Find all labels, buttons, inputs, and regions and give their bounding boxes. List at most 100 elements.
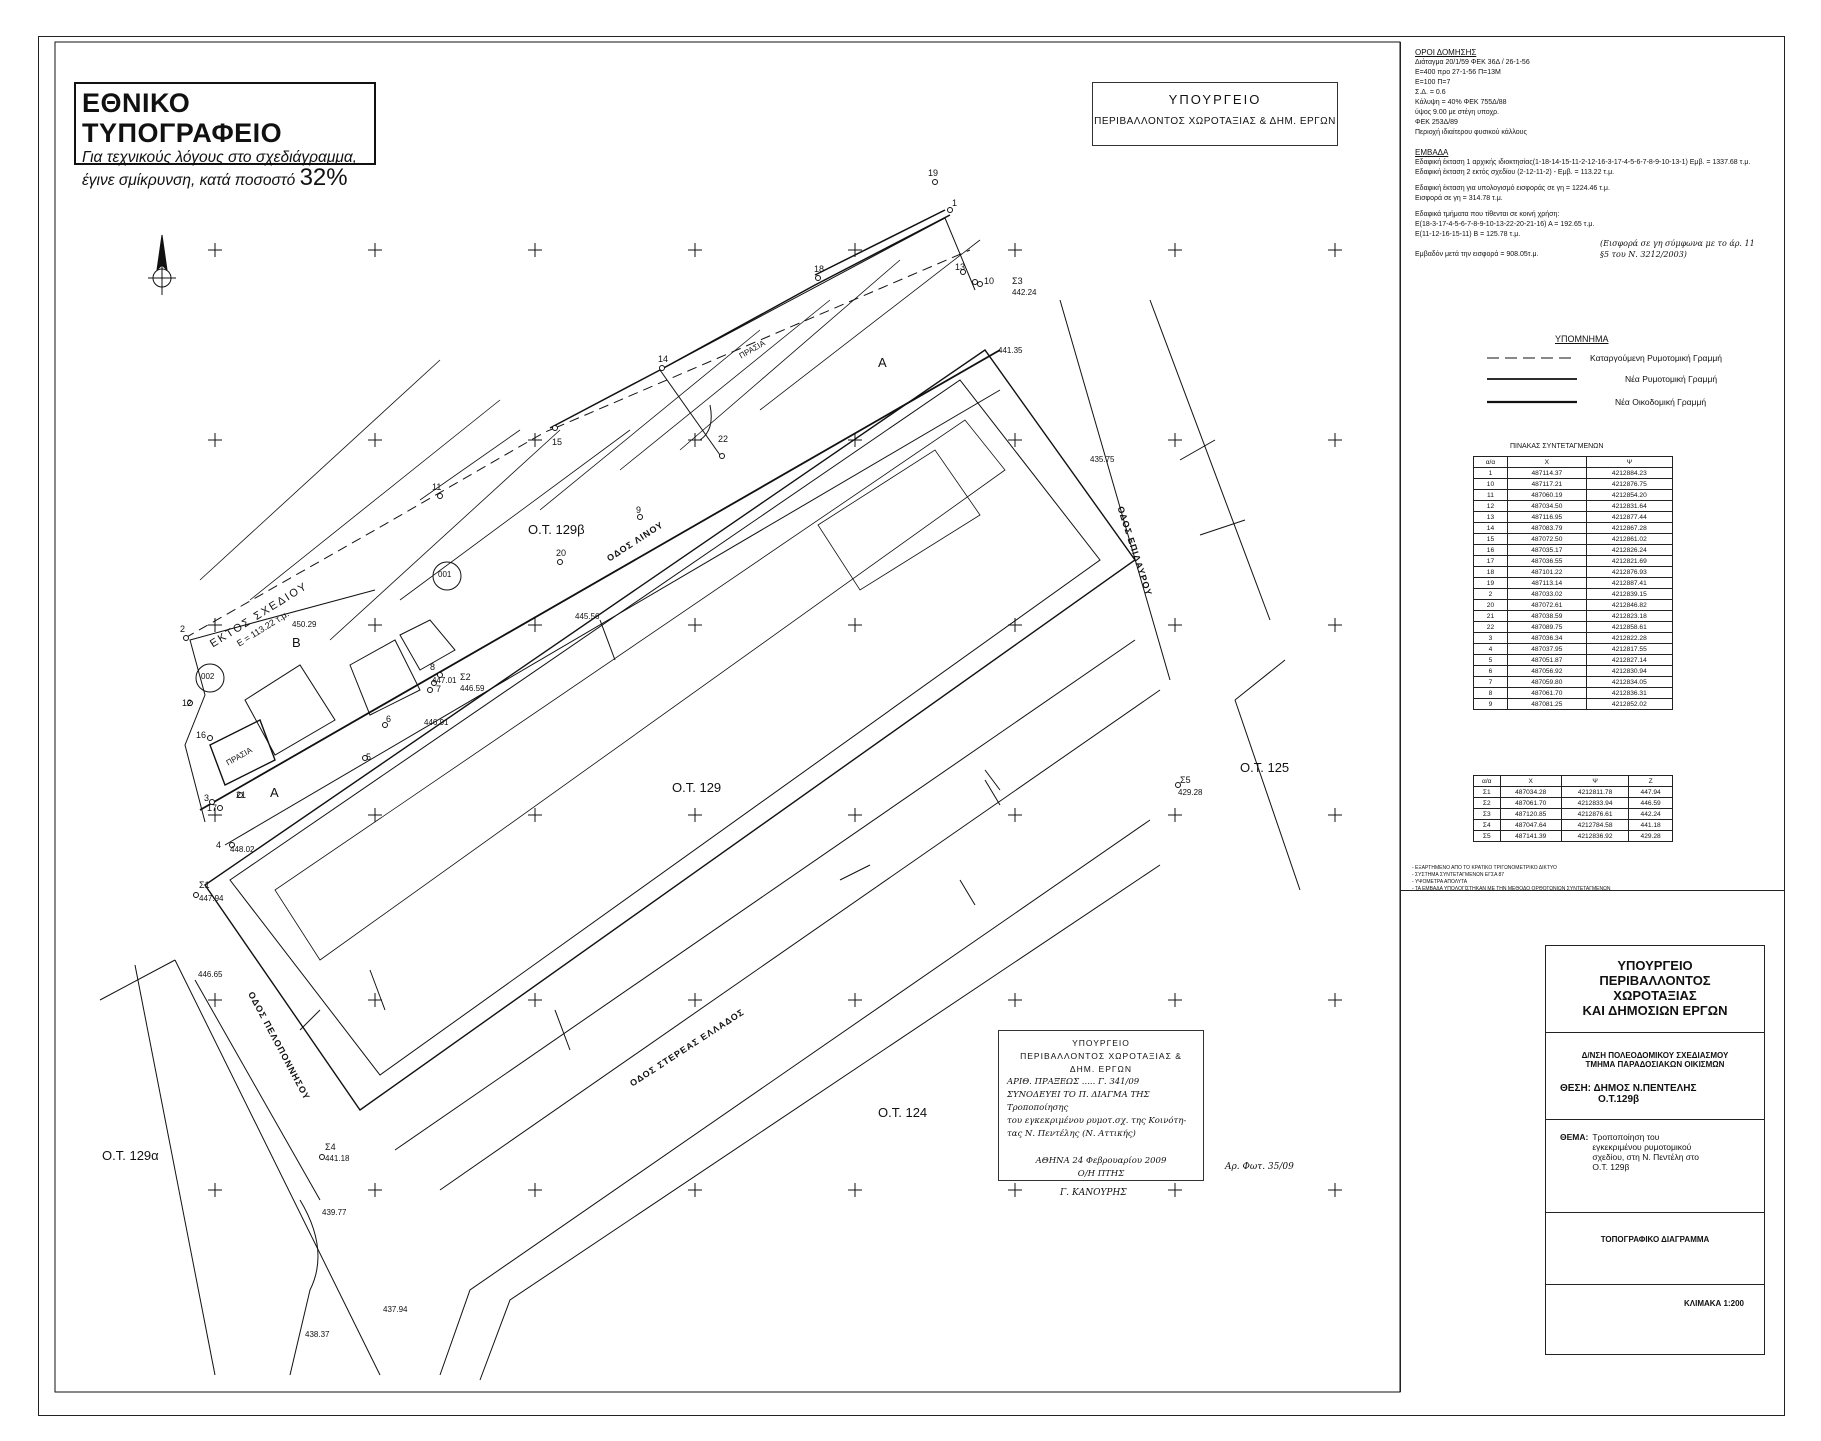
table-cell: 4212831.64 bbox=[1585, 500, 1674, 512]
road-line-sterea-4 bbox=[479, 864, 1161, 1381]
notice-title: ΕΘΝΙΚΟ ΤΥΠΟΓΡΑΦΕΙΟ bbox=[82, 88, 283, 148]
height-label: 445.56 bbox=[575, 612, 600, 621]
table-cell: 4212811.78 bbox=[1560, 786, 1630, 798]
table-cell: 4212839.15 bbox=[1585, 588, 1674, 600]
table-cell: 15 bbox=[1473, 533, 1508, 545]
table-cell: 8 bbox=[1473, 687, 1508, 699]
table-cell: 4212784.58 bbox=[1560, 819, 1630, 831]
table-header-cell: Ψ bbox=[1560, 775, 1630, 787]
coords-table-title: ΠΙΝΑΚΑΣ ΣΥΝΤΕΤΑΓΜΕΝΩΝ bbox=[1510, 443, 1604, 450]
grid-crosses bbox=[208, 243, 1342, 1197]
areas-line: Εδαφική έκταση για υπολογισμό εισφοράς σ… bbox=[1415, 185, 1610, 192]
prasia-box bbox=[209, 719, 276, 786]
photo-reference: Αρ. Φωτ. 35/09 bbox=[1225, 1162, 1294, 1172]
area-b-label: Β bbox=[292, 635, 301, 650]
table-cell: 487081.25 bbox=[1506, 698, 1587, 710]
stamp-bottom-line1: ΥΠΟΥΡΓΕΙΟ bbox=[1072, 1038, 1130, 1048]
table-cell: 4212876.75 bbox=[1585, 478, 1674, 490]
table-header-cell: Ψ bbox=[1585, 456, 1674, 468]
height-label: 441.35 bbox=[998, 346, 1023, 355]
legend-swatches bbox=[1487, 357, 1577, 404]
table-cell: 487047.64 bbox=[1499, 819, 1562, 831]
areas-line: Εδαφική έκταση 1 αρχικής ιδιοκτησίας(1-1… bbox=[1415, 159, 1751, 166]
stamp-bottom-line4: ΣΥΝΟΔΕΥΕΙ ΤΟ Π. ΔΙΑΓΜΑ ΤΗΣ Τροποποίησης bbox=[1007, 1090, 1150, 1113]
subject-label: ΘΕΜΑ: bbox=[1560, 1132, 1589, 1142]
dept-line-2: ΤΜΗΜΑ ΠΑΡΑΔΟΣΙΑΚΩΝ ΟΙΚΙΣΜΩΝ bbox=[1585, 1060, 1725, 1069]
table-cell: 4212846.82 bbox=[1585, 599, 1674, 611]
areas-line: Ε(18-3-17-4-5-6-7-8-9-10-13-22-20-21-16)… bbox=[1415, 221, 1595, 228]
point-number: 8 bbox=[430, 662, 436, 672]
ministry-stamp-top: ΥΠΟΥΡΓΕΙΟ ΠΕΡΙΒΑΛΛΟΝΤΟΣ ΧΩΡΟΤΑΞΙΑΣ & ΔΗΜ… bbox=[1092, 82, 1338, 146]
table-cell: 16 bbox=[1473, 544, 1508, 556]
table-header-cell: α/α bbox=[1473, 775, 1501, 787]
table-cell: 487083.79 bbox=[1506, 522, 1587, 534]
table-cell: 9 bbox=[1473, 698, 1508, 710]
road-line-sterea-3 bbox=[439, 819, 1151, 1376]
circle-002 bbox=[195, 663, 225, 693]
point-number: 14 bbox=[658, 354, 669, 364]
table-cell: 4 bbox=[1473, 643, 1508, 655]
stamp-bottom-line5: του εγκεκριμένου ρυμοτ.σχ. της Κοινότη- bbox=[1007, 1116, 1187, 1126]
table-cell: 3 bbox=[1473, 632, 1508, 644]
ministry-line-2: ΠΕΡΙΒΑΛΛΟΝΤΟΣ bbox=[1599, 973, 1711, 988]
table-cell: 4212867.28 bbox=[1585, 522, 1674, 534]
ministry-line-4: ΚΑΙ ΔΗΜΟΣΙΩΝ ΕΡΓΩΝ bbox=[1582, 1003, 1728, 1018]
ministry-line-1: ΥΠΟΥΡΓΕΙΟ bbox=[1617, 958, 1693, 973]
point-number: 3 bbox=[204, 793, 210, 803]
table-cell: 4212821.69 bbox=[1585, 555, 1674, 567]
sigma2-height: 446.59 bbox=[460, 684, 485, 693]
road-line-left-4 bbox=[134, 964, 216, 1376]
building-terms-section: ΟΡΟΙ ΔΟΜΗΣΗΣ Διάταγμα 20/1/59 ΦΕΚ 36Δ / … bbox=[1415, 48, 1775, 260]
sigma2-label: Σ2 bbox=[460, 672, 471, 682]
table-cell: 487089.75 bbox=[1506, 621, 1587, 633]
areas-line: Εδαφική έκταση 2 εκτός σχεδίου (2-12-11-… bbox=[1415, 169, 1615, 176]
building-terms-line: Σ.Δ. = 0.6 bbox=[1415, 89, 1446, 96]
areas-line: Εμβαδόν μετά την εισφορά = 908.05τ.μ. bbox=[1415, 251, 1539, 258]
location-label: ΘΕΣΗ: bbox=[1560, 1083, 1592, 1094]
height-label: 435.75 bbox=[1090, 455, 1115, 464]
table-cell: Σ1 bbox=[1473, 786, 1501, 798]
table-cell: 487036.34 bbox=[1506, 632, 1587, 644]
stamp-top-line2: ΠΕΡΙΒΑΛΛΟΝΤΟΣ ΧΩΡΟΤΑΞΙΑΣ & ΔΗΜ. ΕΡΓΩΝ bbox=[1094, 116, 1336, 127]
table-cell: 22 bbox=[1473, 621, 1508, 633]
area-a-label-2: Α bbox=[878, 355, 887, 370]
north-arrow bbox=[148, 234, 176, 295]
survey-notes: - ΕΞΑΡΤΗΜΕΝΟ ΑΠΟ ΤΟ ΚΡΑΤΙΚΟ ΤΡΙΓΩΝΟΜΕΤΡΙ… bbox=[1412, 865, 1692, 893]
table-cell: 21 bbox=[1473, 610, 1508, 622]
road-curve bbox=[289, 1199, 319, 1376]
table-cell: 487113.14 bbox=[1506, 577, 1587, 589]
table-cell: Σ2 bbox=[1473, 797, 1501, 809]
block-ot129-label: Ο.Τ. 129 bbox=[672, 780, 722, 795]
parcel-line-18-1 bbox=[814, 209, 946, 276]
road-line-right-1 bbox=[1059, 299, 1171, 681]
point-number: 12 bbox=[182, 698, 193, 708]
table-cell: 18 bbox=[1473, 566, 1508, 578]
parcel-line-14-22 bbox=[659, 369, 721, 456]
table-cell: 487036.55 bbox=[1506, 555, 1587, 567]
table-cell: 487035.17 bbox=[1506, 544, 1587, 556]
point-number: 20 bbox=[556, 548, 567, 558]
point-number: 18 bbox=[814, 264, 825, 274]
notice-line-2: έγινε σμίκρυνση, κατά ποσοστό bbox=[82, 172, 296, 189]
table-cell: 487117.21 bbox=[1506, 478, 1587, 490]
areas-line: Εδαφικά τμήματα που τίθενται σε κοινή χρ… bbox=[1415, 211, 1560, 218]
building-terms-line: ύψος 9.00 με στέγη υποχρ. bbox=[1415, 109, 1500, 116]
point-number: 11 bbox=[432, 482, 442, 492]
legend-title: ΥΠΟΜΝΗΜΑ bbox=[1555, 334, 1609, 344]
table-cell: 13 bbox=[1473, 511, 1508, 523]
building-terms-line: Διάταγμα 20/1/59 ΦΕΚ 36Δ / 26-1-56 bbox=[1415, 59, 1530, 66]
drawing-type: ΤΟΠΟΓΡΑΦΙΚΟ ΔΙΑΓΡΑΜΜΑ bbox=[1600, 1235, 1710, 1244]
table-cell: 487060.19 bbox=[1506, 489, 1587, 501]
areas-line: Εισφορά σε γη = 314.78 τ.μ. bbox=[1415, 195, 1503, 202]
road-line-left-3 bbox=[194, 979, 321, 1201]
table-cell: 429.28 bbox=[1628, 830, 1673, 842]
table-cell: 19 bbox=[1473, 577, 1508, 589]
building-terms-line: Ε=400 προ 27-1-56 Π=13Μ bbox=[1415, 69, 1501, 76]
survey-note: - ΕΞΑΡΤΗΜΕΝΟ ΑΠΟ ΤΟ ΚΡΑΤΙΚΟ ΤΡΙΓΩΝΟΜΕΤΡΙ… bbox=[1412, 865, 1557, 871]
